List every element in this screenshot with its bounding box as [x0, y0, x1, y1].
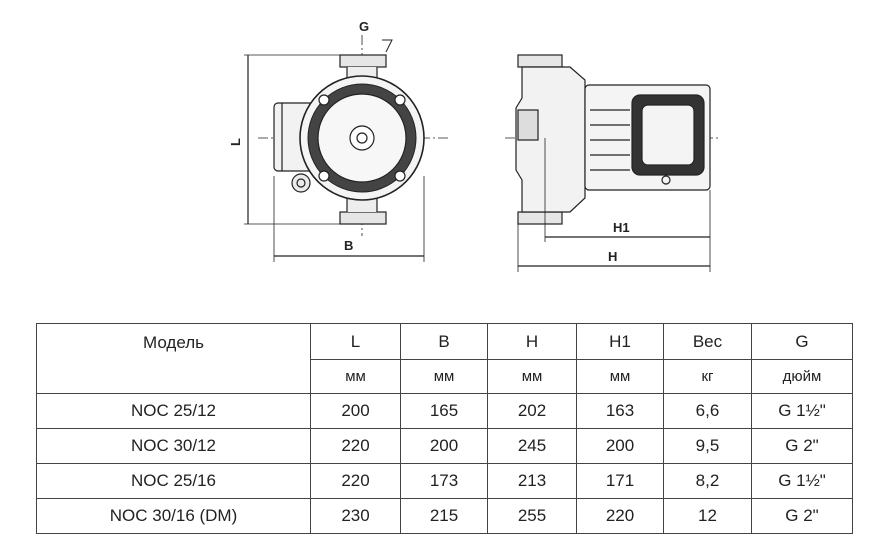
- unit-h: мм: [487, 359, 577, 394]
- header-model: Модель: [36, 323, 311, 394]
- header-b: B: [400, 323, 488, 360]
- cell-weight: 12: [663, 498, 752, 534]
- front-view: [244, 35, 448, 262]
- cell-h1: 220: [576, 498, 664, 534]
- unit-l: мм: [310, 359, 401, 394]
- header-l: L: [310, 323, 401, 360]
- cell-weight: 9,5: [663, 428, 752, 464]
- cell-h: 202: [487, 393, 577, 429]
- cell-b: 200: [400, 428, 488, 464]
- specifications-table: Модель L B H H1 Вес G мм мм мм мм кг дюй…: [36, 323, 853, 534]
- cell-l: 220: [310, 463, 401, 499]
- cell-h: 255: [487, 498, 577, 534]
- header-weight: Вес: [663, 323, 752, 360]
- header-h1: H1: [576, 323, 664, 360]
- header-g: G: [751, 323, 853, 360]
- unit-g: дюйм: [751, 359, 853, 394]
- cell-h: 213: [487, 463, 577, 499]
- cell-model: NOC 30/16 (DM): [36, 498, 311, 534]
- dim-b-label: B: [344, 238, 353, 253]
- table-row: NOC 30/16 (DM) 230 215 255 220 12 G 2": [36, 498, 853, 534]
- cell-b: 173: [400, 463, 488, 499]
- unit-weight: кг: [663, 359, 752, 394]
- side-view: [505, 54, 720, 272]
- dim-l-label: L: [228, 138, 243, 146]
- cell-g: G 2": [751, 428, 853, 464]
- dim-h-label: H: [608, 249, 617, 264]
- cell-l: 230: [310, 498, 401, 534]
- table-row: NOC 30/12 220 200 245 200 9,5 G 2": [36, 428, 853, 464]
- cell-b: 215: [400, 498, 488, 534]
- cell-h1: 171: [576, 463, 664, 499]
- cell-g: G 1½": [751, 393, 853, 429]
- cell-g: G 2": [751, 498, 853, 534]
- cell-h1: 163: [576, 393, 664, 429]
- unit-b: мм: [400, 359, 488, 394]
- header-model-label: Модель: [142, 332, 205, 352]
- table-header-row: Модель L B H H1 Вес G: [36, 323, 853, 394]
- cell-l: 220: [310, 428, 401, 464]
- cell-h: 245: [487, 428, 577, 464]
- cell-g: G 1½": [751, 463, 853, 499]
- cell-model: NOC 25/12: [36, 393, 311, 429]
- pump-drawings: G L B H1 H: [228, 19, 720, 272]
- cell-weight: 8,2: [663, 463, 752, 499]
- cell-model: NOC 25/16: [36, 463, 311, 499]
- cell-weight: 6,6: [663, 393, 752, 429]
- unit-h1: мм: [576, 359, 664, 394]
- header-h: H: [487, 323, 577, 360]
- cell-l: 200: [310, 393, 401, 429]
- cell-h1: 200: [576, 428, 664, 464]
- cell-model: NOC 30/12: [36, 428, 311, 464]
- table-row: NOC 25/12 200 165 202 163 6,6 G 1½": [36, 393, 853, 429]
- cell-b: 165: [400, 393, 488, 429]
- dim-g-label: G: [359, 19, 369, 34]
- table-row: NOC 25/16 220 173 213 171 8,2 G 1½": [36, 463, 853, 499]
- dim-h1-label: H1: [613, 220, 630, 235]
- table-units-row: мм мм мм мм кг дюйм: [37, 359, 853, 394]
